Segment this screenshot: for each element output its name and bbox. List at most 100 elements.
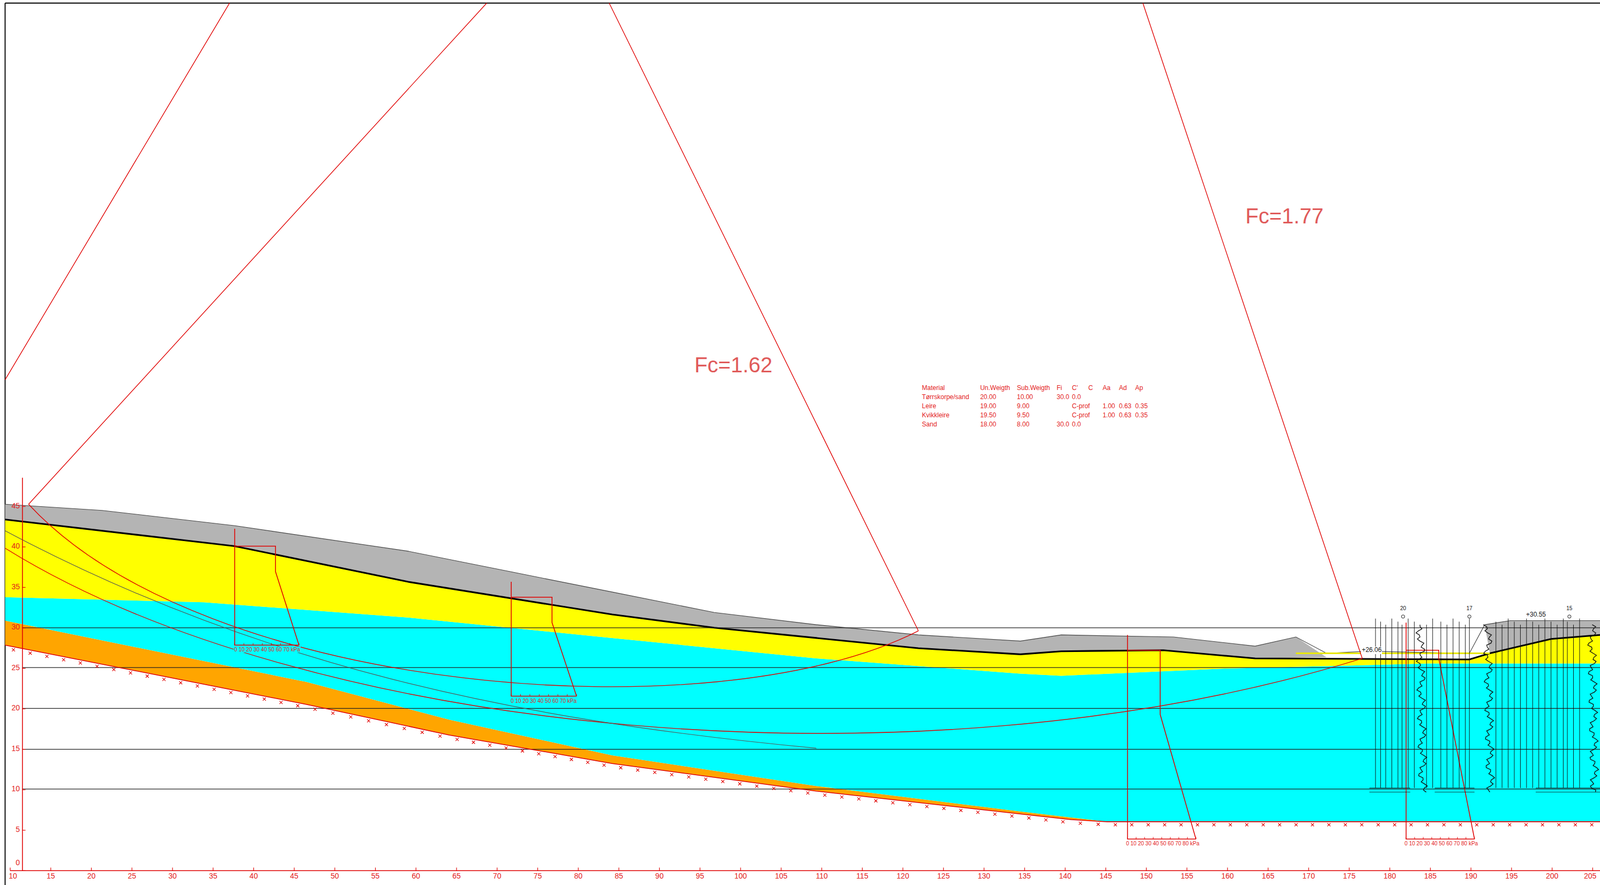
y-axis-number: 15 bbox=[11, 744, 21, 753]
table-cell: C-prof bbox=[1071, 412, 1091, 420]
x-axis-number: 175 bbox=[1342, 872, 1356, 881]
borehole-number: 15 bbox=[1565, 605, 1573, 612]
table-cell: Sand bbox=[921, 421, 938, 429]
table-cell: 1.00 bbox=[1102, 402, 1116, 410]
kpa-axis-label: 0 10 20 30 40 50 60 70 kPa bbox=[510, 698, 578, 705]
table-header: Material bbox=[921, 384, 946, 392]
table-cell: 18.00 bbox=[979, 421, 997, 429]
kpa-axis-label: 0 10 20 30 40 50 60 70 80 kPa bbox=[1403, 840, 1479, 847]
table-header: Ad bbox=[1118, 384, 1128, 392]
y-axis-number: 45 bbox=[11, 502, 21, 511]
table-cell: 30.0 bbox=[1056, 393, 1070, 401]
table-header: Ap bbox=[1134, 384, 1145, 392]
x-axis-number: 170 bbox=[1302, 872, 1316, 881]
x-axis-number: 65 bbox=[451, 872, 462, 881]
slip-surface bbox=[5, 531, 817, 749]
factor-of-safety: Fc=1.62 bbox=[693, 353, 774, 377]
y-axis-number: 0 bbox=[15, 858, 21, 867]
bedrock-hatch bbox=[11, 648, 1594, 827]
x-axis-number: 20 bbox=[86, 872, 97, 881]
x-axis-number: 190 bbox=[1463, 872, 1478, 881]
x-axis-number: 35 bbox=[208, 872, 219, 881]
y-axis-number: 5 bbox=[15, 825, 21, 834]
strength-profile bbox=[234, 528, 1475, 840]
borehole-number: 17 bbox=[1466, 605, 1474, 612]
y-axis-number: 40 bbox=[11, 542, 21, 551]
layer-line bbox=[1296, 652, 1491, 655]
x-axis-number: 110 bbox=[815, 872, 828, 881]
x-axis-number: 180 bbox=[1382, 872, 1397, 881]
x-axis-number: 155 bbox=[1179, 872, 1194, 881]
slip-surface bbox=[5, 3, 1363, 734]
table-cell: 0.35 bbox=[1134, 412, 1149, 420]
table-cell: Kvikkleire bbox=[921, 412, 951, 420]
y-axis-number: 30 bbox=[11, 623, 21, 632]
x-axis-number: 145 bbox=[1098, 872, 1113, 881]
x-axis-number: 45 bbox=[289, 872, 299, 881]
table-cell: 9.50 bbox=[1016, 412, 1030, 420]
x-axis-number: 195 bbox=[1504, 872, 1519, 881]
table-cell: Leire bbox=[921, 402, 938, 410]
table-header: Aa bbox=[1102, 384, 1112, 392]
x-axis-number: 105 bbox=[774, 872, 788, 881]
table-header: Fi bbox=[1056, 384, 1063, 392]
table-cell: 9.00 bbox=[1016, 402, 1030, 410]
x-axis-number: 25 bbox=[126, 872, 137, 881]
x-axis-number: 50 bbox=[330, 872, 340, 881]
clay-top-line bbox=[5, 519, 1600, 660]
x-axis-number: 75 bbox=[533, 872, 543, 881]
table-cell: 8.00 bbox=[1016, 421, 1030, 429]
profile-ticks bbox=[234, 643, 1475, 840]
table-cell: 0.63 bbox=[1118, 402, 1132, 410]
x-axis-number: 10 bbox=[8, 872, 18, 881]
x-axis-number: 120 bbox=[895, 872, 910, 881]
table-cell: 20.00 bbox=[979, 393, 997, 401]
x-axis-number: 90 bbox=[654, 872, 665, 881]
x-axis-number: 115 bbox=[855, 872, 869, 881]
table-cell: 0.63 bbox=[1118, 412, 1132, 420]
frame-line bbox=[5, 2, 1600, 4]
y-axis-number: 20 bbox=[11, 704, 21, 713]
x-axis-number: 130 bbox=[977, 872, 991, 881]
x-axis-number: 160 bbox=[1220, 872, 1235, 881]
x-axis-number: 30 bbox=[167, 872, 178, 881]
x-axis-number: 200 bbox=[1545, 872, 1559, 881]
table-cell: C-prof bbox=[1071, 402, 1091, 410]
x-axis-number: 125 bbox=[936, 872, 951, 881]
table-header: Sub.Weigth bbox=[1016, 384, 1051, 392]
table-cell: 0.0 bbox=[1071, 393, 1082, 401]
table-header: Un.Weigth bbox=[979, 384, 1011, 392]
table-cell: Tørrskorpe/sand bbox=[921, 393, 970, 401]
table-cell: 19.50 bbox=[979, 412, 997, 420]
x-axis-number: 100 bbox=[733, 872, 747, 881]
x-axis-number: 135 bbox=[1018, 872, 1032, 881]
x-axis-number: 60 bbox=[411, 872, 422, 881]
x-axis-number: 165 bbox=[1261, 872, 1275, 881]
elevation-grid bbox=[22, 627, 1600, 790]
x-axis-number: 15 bbox=[46, 872, 56, 881]
x-axis-number: 70 bbox=[492, 872, 503, 881]
factor-of-safety: Fc=1.77 bbox=[1244, 204, 1325, 228]
table-header: C bbox=[1087, 384, 1094, 392]
table-cell: 0.0 bbox=[1071, 421, 1082, 429]
axis bbox=[10, 477, 1600, 872]
x-axis-number: 140 bbox=[1058, 872, 1072, 881]
borehole-logs bbox=[1369, 615, 1600, 793]
table-cell: 0.35 bbox=[1134, 402, 1149, 410]
table-cell: 19.00 bbox=[979, 402, 997, 410]
borehole-number: 20 bbox=[1399, 605, 1407, 612]
x-axis-number: 205 bbox=[1583, 872, 1597, 881]
x-axis-number: 95 bbox=[695, 872, 706, 881]
table-cell: 1.00 bbox=[1102, 412, 1116, 420]
x-axis-number: 40 bbox=[249, 872, 259, 881]
kpa-axis-label: 0 10 20 30 40 50 60 70 kPa bbox=[233, 646, 301, 653]
x-axis-number: 185 bbox=[1423, 872, 1438, 881]
table-header: C' bbox=[1071, 384, 1079, 392]
x-axis-number: 150 bbox=[1139, 872, 1154, 881]
y-axis-number: 25 bbox=[11, 663, 21, 672]
kpa-axis-label: 0 10 20 30 40 50 60 70 80 kPa bbox=[1125, 840, 1200, 847]
elevation-label: +26.06 bbox=[1361, 646, 1382, 654]
x-axis-number: 85 bbox=[614, 872, 624, 881]
dry-crust-layer bbox=[5, 504, 1327, 659]
